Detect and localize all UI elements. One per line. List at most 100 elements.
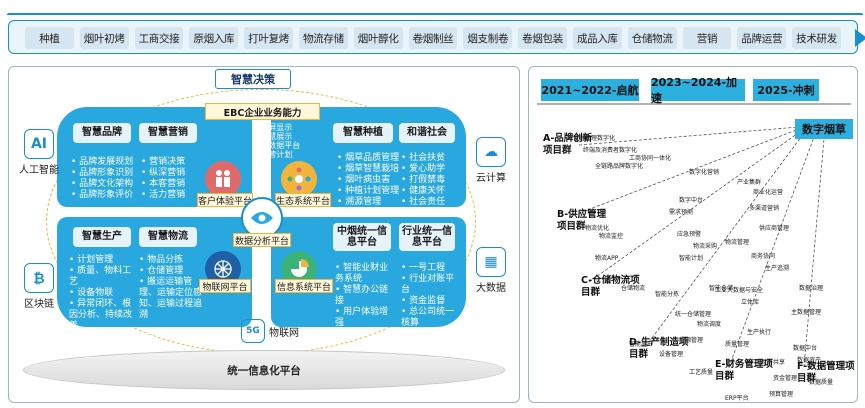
project-label: 设备管理 [659,351,684,358]
planting-item: 烟叶病虫害 [337,175,399,186]
blockchain-icon: ₿ [24,263,54,293]
project-label: 物流管理 [725,239,750,246]
project-label: 智能分拣 [655,291,680,298]
brand-list: 品牌发展规划 品牌形象识别 品牌文化架构 品牌形象评价 [71,157,133,201]
project-label: 财务共享 [761,359,786,366]
chain-step: 营销 [682,27,732,49]
project-label: 物流调度 [697,321,722,328]
project-label: 数据中台 [793,345,818,352]
planting-item: 烟草品质管理 [337,153,399,164]
customer-platform-label: 客户体验平台 [197,193,253,207]
phase-2: 2023~2024-加速 [651,76,745,105]
project-label: 工商协同一体化 [629,155,672,162]
cloud-label: 云计算 [476,173,506,184]
iot-platform-label: 物联网平台 [199,279,251,293]
project-label: 供应商管理 [759,225,790,232]
project-label: 仓储物流 [621,285,646,292]
chain-step: 成品入库 [572,27,622,49]
planting-item: 烟草智慧栽培 [337,164,399,175]
chain-step: 原烟入库 [189,27,239,49]
brand-head: 智慧品牌 [73,123,131,143]
project-label: 工艺质量 [689,369,714,376]
industry-platform-head: 行业统一信息平台 [399,223,455,251]
chain-steps: 种植烟叶初烤工商交接原烟入库打叶复烤物流存储烟叶醇化卷烟制丝烟支制卷卷烟包装成品… [25,27,841,49]
production-item: 设备物联 [69,288,137,299]
group-c: C-仓储物流项目群 [581,275,640,298]
chain-step: 技术研发 [792,27,841,49]
planting-list: 烟草品质管理 烟草智慧栽培 烟叶病虫害 种植计划管理 溯源管理 [337,153,399,208]
chain-step: 卷烟制丝 [408,27,458,49]
brand-item: 品牌形象评价 [71,190,133,201]
network-5g-icon: 5G [241,319,265,343]
group-d: D-生产制造项目群 [629,337,689,360]
project-label: 工业大数据与安全 [715,287,764,294]
blockchain-label: 区块链 [24,299,54,310]
chain-step: 工商交接 [134,27,184,49]
project-label: 物流APP [595,255,619,262]
society-item: 爱心助学 [401,164,445,175]
project-label: 商业化运营 [753,189,784,196]
marketing-item: 活力营销 [141,190,185,201]
production-item: 质量、物料工艺 [69,266,137,288]
project-label: 立体库 [741,299,760,306]
smart-decision-title: 智慧决策 [215,69,291,89]
ebc-label: EBC企业业务能力 [205,103,320,120]
roadmap-panel: 2021~2022-启航 2023~2024-加速 2025-冲刺 数字烟草 A… [528,66,858,403]
tobacco-platform-item: 智慧办公链接 [335,285,397,307]
project-label: 资金管理 [773,375,798,382]
project-label: 数据资产 [797,357,822,364]
tobacco-platform-head: 中烟统一信息平台 [333,223,391,251]
project-label: 统一仓储管理 [675,311,712,318]
brand-item: 品牌文化架构 [71,179,133,190]
value-chain-bar: 种植烟叶初烤工商交接原烟入库打叶复烤物流存储烟叶醇化卷烟制丝烟支制卷卷烟包装成品… [7,13,865,54]
industry-platform-item: 总公司统一核算 [401,307,463,329]
tobacco-platform-list: 智能业财业务系统 智慧办公链接 用户体验增强 [335,263,397,329]
project-label: 营销管理数字化 [573,135,616,142]
ai-tech: AI 人工智能 [15,129,63,176]
logistics-head: 智慧物流 [139,227,197,247]
center-list: 大屏显示 智慧展示 大数据平台 经营计划 [253,123,300,159]
production-head: 智慧生产 [73,227,131,247]
project-label: 质量管理 [725,341,750,348]
tobacco-platform-item: 用户体验增强 [335,307,397,329]
production-list: 计划管理 质量、物料工艺 设备物联 异常闭环、根因分析、持续改善 [69,255,137,332]
project-label: 产业集群 [737,179,762,186]
ecology-platform-label: 生态系统平台 [275,193,331,207]
chain-step: 卷烟包装 [518,27,567,49]
phase-3: 2025-冲刺 [753,79,819,101]
logistics-item: 物品分拣 [139,255,205,266]
project-label: 数据质量 [809,379,834,386]
project-label: 数据治理 [799,285,824,292]
production-item: 异常闭环、根因分析、持续改善 [69,299,137,332]
marketing-head: 智慧营销 [139,123,197,143]
society-head: 和谐社会 [399,123,455,143]
smart-architecture-panel: 智慧决策 EBC企业业务能力 大屏显示 智慧展示 大数据平台 经营计划 智慧品牌… [8,66,520,403]
blockchain-tech: ₿ 区块链 [15,263,63,310]
society-list: 社会扶贫 爱心助学 打假禁毒 健康关怀 社会责任 [401,153,445,208]
group-b: B-供应管理项目群 [557,209,607,232]
planting-item: 溯源管理 [337,197,399,208]
cloud-tech: ☁ 云计算 [467,137,515,184]
group-f: F-数据管理项目群 [797,361,855,384]
project-label: 数字化营销 [689,169,720,176]
project-label: 能源管理 [679,337,704,344]
center-list-item: 大数据平台 [253,141,300,150]
marketing-item: 本客营销 [141,179,185,190]
iot-network-tech: 5G 物联网 [241,319,321,343]
project-label: 智能仓储 [709,285,734,292]
chain-step: 品牌运营 [737,27,787,49]
chain-step: 烟支制卷 [463,27,513,49]
bigdata-icon: ▦ [476,247,506,277]
project-label: 主数据管理 [791,309,822,316]
chain-step: 物流存储 [298,27,348,49]
project-label: 应急预警 [677,231,702,238]
logistics-list: 物品分拣 仓储管理 搬运运输管理、运输定位感知、运输过程追溯 [139,255,205,321]
project-label: 生产执行 [747,329,772,336]
bigdata-tech: ▦ 大数据 [467,247,515,294]
project-label: 终端及消费者数字化 [583,147,638,154]
center-list-item: 经营计划 [253,150,300,159]
brand-item: 品牌发展规划 [71,157,133,168]
society-item: 健康关怀 [401,186,445,197]
society-item: 打假禁毒 [401,175,445,186]
